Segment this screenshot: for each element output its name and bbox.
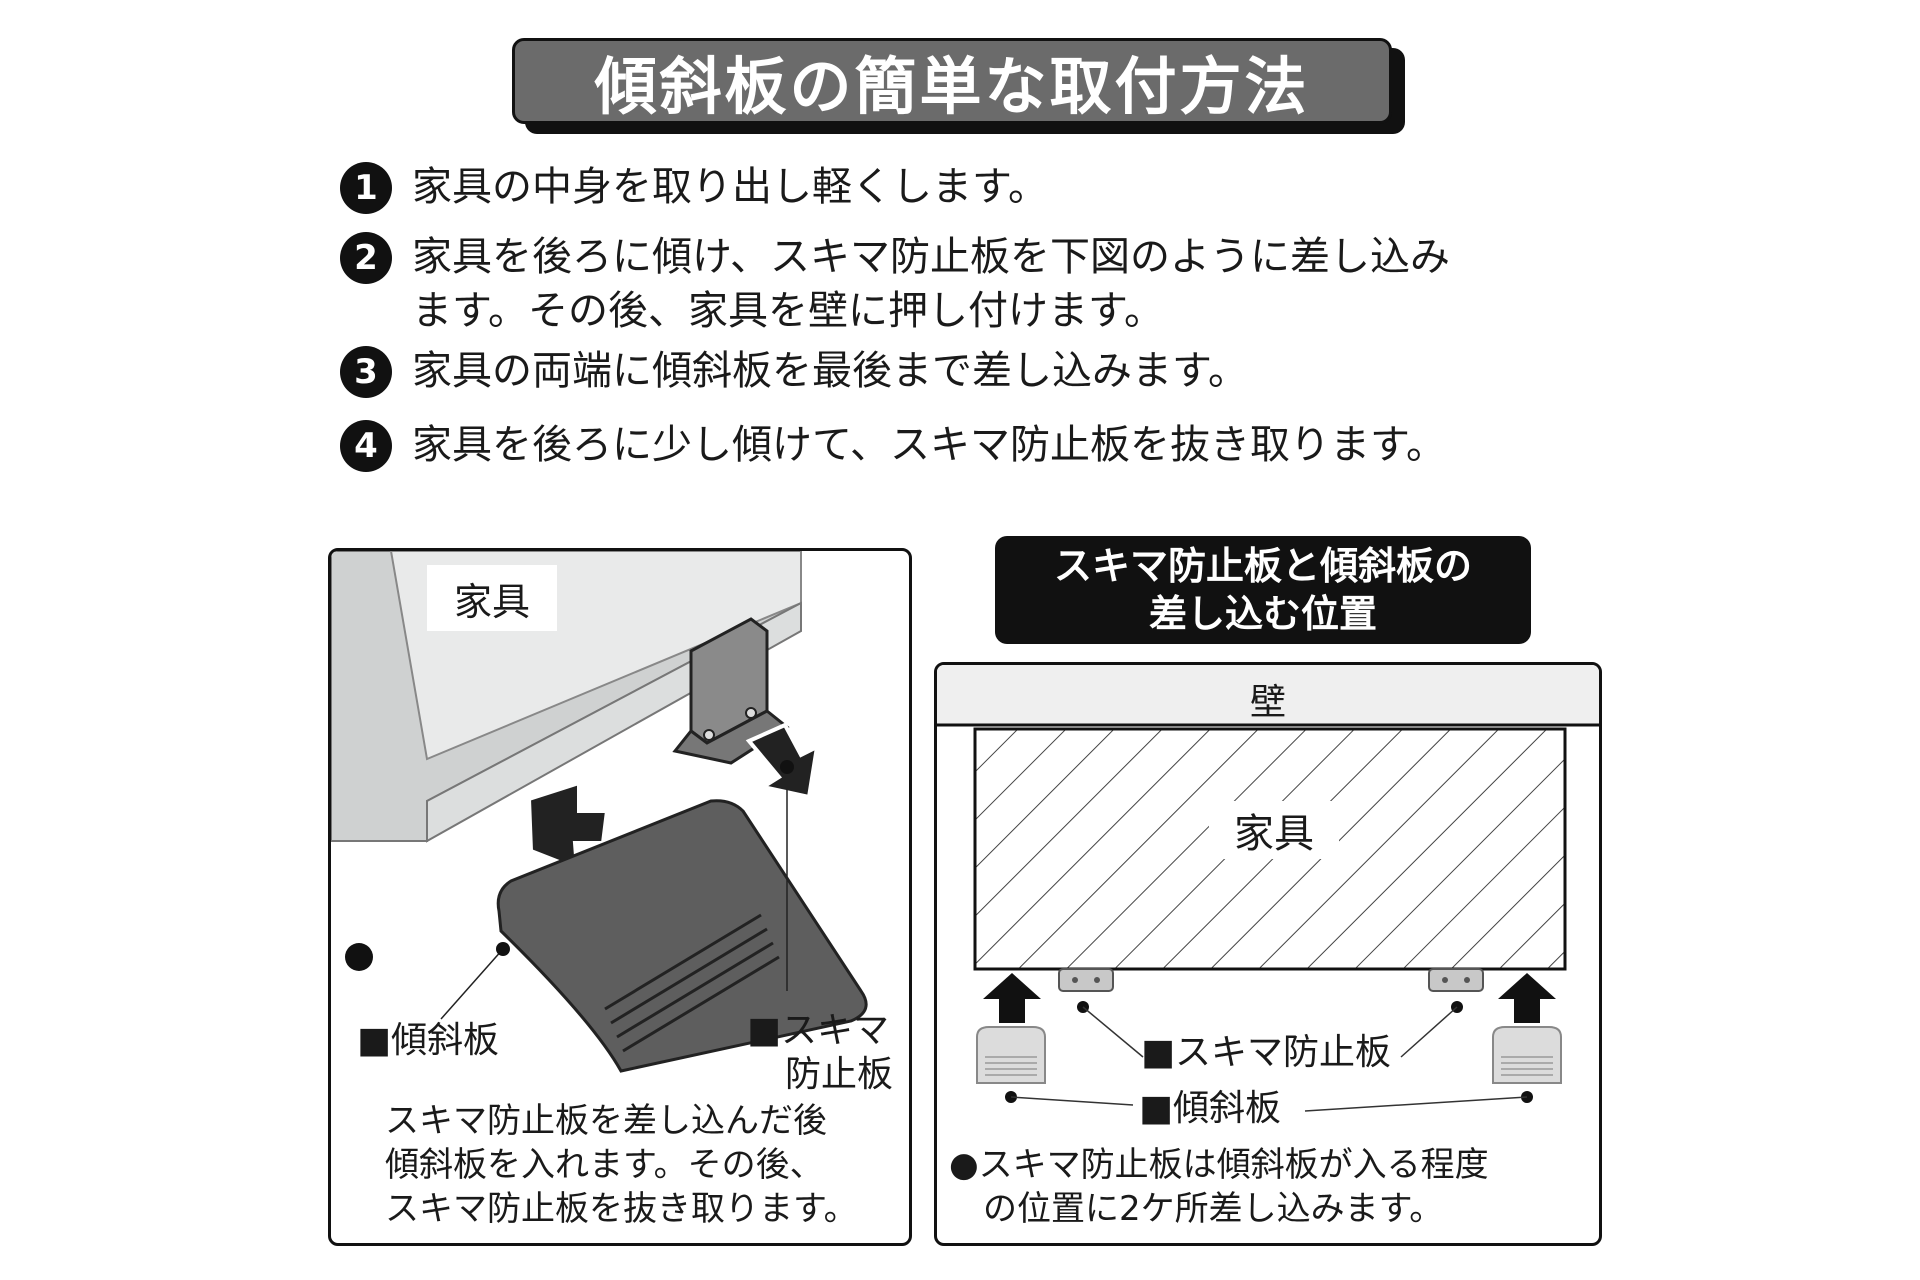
arrow-up-icon-left xyxy=(983,973,1041,1023)
right-illustration-panel: 壁 家具 ■スキマ防止板 ■傾斜板 ●スキマ防止板は傾斜板が入る程度 の位置に2… xyxy=(934,662,1602,1246)
gap-board-right xyxy=(1428,968,1484,992)
page-title: 傾斜板の簡単な取付方法 xyxy=(594,50,1310,123)
screw-hole-icon xyxy=(745,707,757,719)
position-heading-line-2: 差し込む位置 xyxy=(1148,592,1377,636)
position-heading-line-1: スキマ防止板と傾斜板の xyxy=(1053,544,1472,588)
step-2-text-line-2: ます。その後、家具を壁に押し付けます。 xyxy=(412,288,1164,334)
gap-board-label: ■スキマ防止板 xyxy=(1141,1032,1392,1073)
caption-line-3: スキマ防止板を抜き取ります。 xyxy=(385,1189,858,1229)
position-note: ●スキマ防止板は傾斜板が入る程度 の位置に2ケ所差し込みます。 xyxy=(949,1143,1489,1231)
steps-list: 1 家具の中身を取り出し軽くします。 2 家具を後ろに傾け、スキマ防止板を下図の… xyxy=(340,160,1640,472)
slope-leader-line xyxy=(1304,1096,1528,1112)
screw-hole-icon xyxy=(703,729,715,741)
furniture-label: 家具 xyxy=(427,565,557,631)
gap-board-label-line-2: 防止板 xyxy=(785,1054,894,1095)
step-1: 1 家具の中身を取り出し軽くします。 xyxy=(340,160,1640,214)
arrow-out-icon xyxy=(745,722,820,800)
step-2: 2 家具を後ろに傾け、スキマ防止板を下図のように差し込み ます。その後、家具を壁… xyxy=(340,230,1640,338)
gap-leader-line xyxy=(1082,1006,1144,1058)
groove-line xyxy=(610,927,768,1025)
left-illustration-panel: 家具 ■傾斜板 ■スキマ 防止板 スキマ防止板を差し込んだ後 傾斜板を入れます。… xyxy=(328,548,912,1246)
screw-hole-icon xyxy=(1094,977,1100,983)
arrow-up-icon-right xyxy=(1498,973,1556,1023)
screw-hole-icon xyxy=(1464,977,1470,983)
step-number-1: 1 xyxy=(340,162,392,214)
slope-board-label: ■傾斜板 xyxy=(1139,1088,1282,1129)
groove-line xyxy=(616,941,774,1039)
caption-line-1: スキマ防止板を差し込んだ後 xyxy=(385,1101,827,1141)
step-number-3: 3 xyxy=(340,346,392,398)
step-3: 3 家具の両端に傾斜板を最後まで差し込みます。 xyxy=(340,344,1640,398)
caption-line-2: 傾斜板を入れます。その後、 xyxy=(385,1145,824,1185)
leader-dot xyxy=(496,942,510,956)
title-banner: 傾斜板の簡単な取付方法 xyxy=(512,38,1392,124)
step-4: 4 家具を後ろに少し傾けて、スキマ防止板を抜き取ります。 xyxy=(340,418,1640,472)
wall-label: 壁 xyxy=(1249,682,1286,723)
step-4-text: 家具を後ろに少し傾けて、スキマ防止板を抜き取ります。 xyxy=(412,422,1446,468)
slope-board xyxy=(496,799,868,1073)
screw-hole-icon xyxy=(1442,977,1448,983)
note-line-2: の位置に2ケ所差し込みます。 xyxy=(949,1189,1444,1229)
step-3-text: 家具の両端に傾斜板を最後まで差し込みます。 xyxy=(412,348,1248,394)
wall-band xyxy=(937,665,1599,725)
furniture-label-topview: 家具 xyxy=(1209,801,1339,859)
left-caption: スキマ防止板を差し込んだ後 傾斜板を入れます。その後、 スキマ防止板を抜き取りま… xyxy=(385,1099,858,1231)
position-heading: スキマ防止板と傾斜板の 差し込む位置 xyxy=(995,536,1531,644)
gap-leader-line xyxy=(1400,1006,1458,1058)
step-1-text: 家具の中身を取り出し軽くします。 xyxy=(412,164,1048,210)
step-number-2: 2 xyxy=(340,232,392,284)
note-line-1: ●スキマ防止板は傾斜板が入る程度 xyxy=(949,1145,1489,1185)
gap-board-left xyxy=(1058,968,1114,992)
step-2-text-line-1: 家具を後ろに傾け、スキマ防止板を下図のように差し込み xyxy=(412,234,1450,280)
marker-dot xyxy=(345,943,373,971)
groove-line xyxy=(622,955,780,1053)
leader-dot xyxy=(780,760,794,774)
slope-board-label: ■傾斜板 xyxy=(357,1020,500,1061)
right-illustration xyxy=(937,665,1599,1112)
step-number-4: 4 xyxy=(340,420,392,472)
groove-line xyxy=(604,913,762,1011)
slope-leader-line xyxy=(1010,1096,1134,1106)
slope-leader-line xyxy=(440,948,504,1020)
gap-board-label-line-1: ■スキマ xyxy=(747,1010,890,1051)
screw-hole-icon xyxy=(1072,977,1078,983)
